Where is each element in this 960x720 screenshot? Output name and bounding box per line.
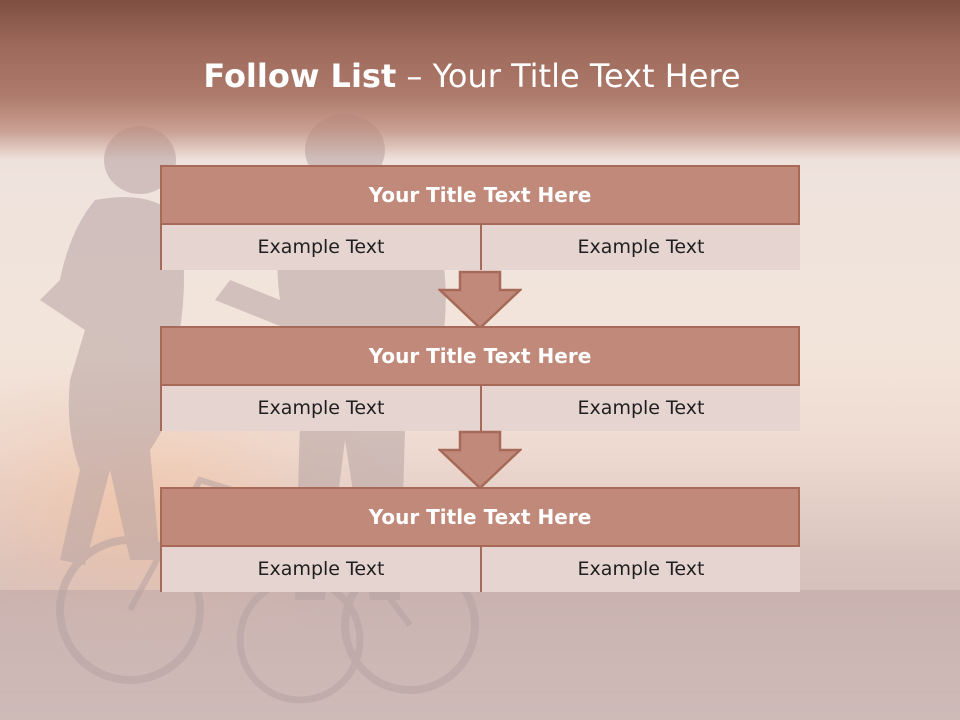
step-text-right: Example Text [482,386,800,431]
step-text-left: Example Text [162,386,480,431]
step-title: Your Title Text Here [162,167,798,225]
down-arrow-icon [438,430,522,490]
horizon-band [0,590,960,720]
header-band [0,0,960,160]
step-title: Your Title Text Here [162,489,798,547]
cell-divider [480,225,482,270]
step-box-1: Your Title Text Here Example Text Exampl… [160,165,800,270]
step-box-2: Your Title Text Here Example Text Exampl… [160,326,800,431]
step-box-3: Your Title Text Here Example Text Exampl… [160,487,800,592]
slide-title-rest: – Your Title Text Here [396,57,741,95]
cell-divider [480,386,482,431]
step-text-right: Example Text [482,225,800,270]
step-text-left: Example Text [162,225,480,270]
down-arrow-icon [438,270,522,330]
slide-title: Follow List – Your Title Text Here [0,56,944,96]
cell-divider [480,547,482,592]
step-text-right: Example Text [482,547,800,592]
slide-title-bold: Follow List [203,57,397,95]
step-title: Your Title Text Here [162,328,798,386]
step-text-left: Example Text [162,547,480,592]
